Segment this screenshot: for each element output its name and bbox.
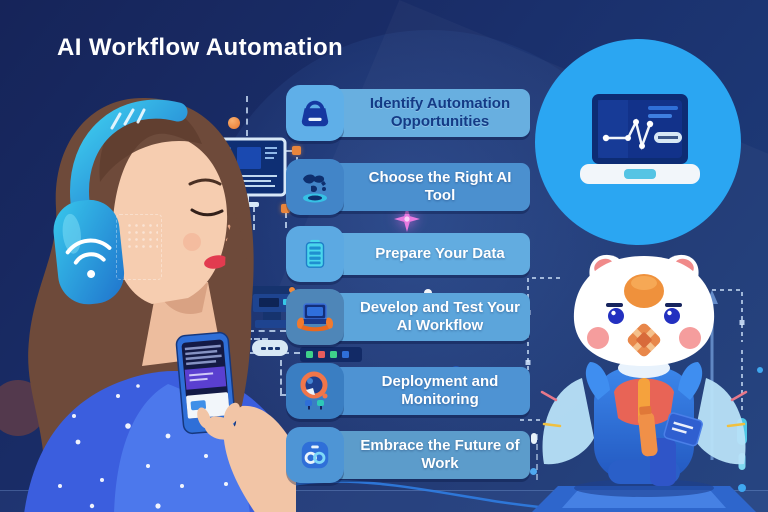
step-label: Embrace the Future of Work (324, 430, 530, 480)
page-title: AI Workflow Automation (57, 34, 344, 61)
server-bar (300, 347, 362, 362)
monitoring-lens-icon (286, 363, 344, 419)
eyebrow (188, 178, 222, 186)
step-choose-ai-tool: Choose the Right AI Tool (286, 159, 530, 215)
step-label: Prepare Your Data (324, 233, 530, 275)
dotted-line (536, 434, 538, 480)
world-map-icon (286, 159, 344, 215)
closed-eye (190, 208, 224, 217)
dotted-line (248, 330, 286, 332)
orange-circle-node (228, 117, 240, 129)
face (112, 133, 228, 304)
orange-node (281, 204, 290, 213)
headphone-band (70, 99, 188, 212)
dot (530, 468, 537, 475)
handbag-icon (286, 85, 344, 141)
headphone-earcup (53, 199, 125, 305)
data-battery-icon (286, 226, 344, 282)
infinity-loop-icon (286, 427, 344, 483)
lips (204, 255, 228, 269)
step-label: Choose the Right AI Tool (324, 162, 530, 212)
robot-head (573, 254, 715, 366)
step-label: Develop and Test Your AI Workflow (324, 292, 530, 342)
step-develop-test: Develop and Test Your AI Workflow (286, 289, 530, 345)
orange-node (292, 146, 301, 155)
robot-card (663, 412, 703, 447)
step-label: Deployment and Monitoring (324, 366, 530, 416)
dotted-line (253, 206, 255, 230)
smartphone-illustration (175, 331, 237, 435)
robot-assistant-illustration (520, 254, 763, 512)
woman-headphones-illustration (24, 97, 296, 512)
dotted-line (285, 212, 287, 228)
step-deployment-monitoring: Deployment and Monitoring (286, 363, 530, 419)
step-embrace-future: Embrace the Future of Work (286, 427, 530, 483)
dotted-line (246, 96, 248, 136)
face-scan-frame (116, 214, 162, 280)
laptop-circle-illustration (535, 39, 741, 245)
dot (531, 433, 537, 444)
laptop-hands-icon (286, 289, 344, 345)
wifi-icon (65, 238, 112, 278)
step-identify-automation: Identify Automation Opportunities (286, 85, 530, 141)
step-label: Identify Automation Opportunities (324, 88, 530, 138)
workflow-graph (602, 118, 654, 151)
step-prepare-data: Prepare Your Data (286, 226, 530, 282)
face-scan-dots (126, 222, 158, 250)
loader-pill (252, 340, 288, 356)
dotted-line (280, 360, 282, 394)
sparkle-icon (394, 206, 420, 232)
dotted-line (238, 338, 268, 340)
